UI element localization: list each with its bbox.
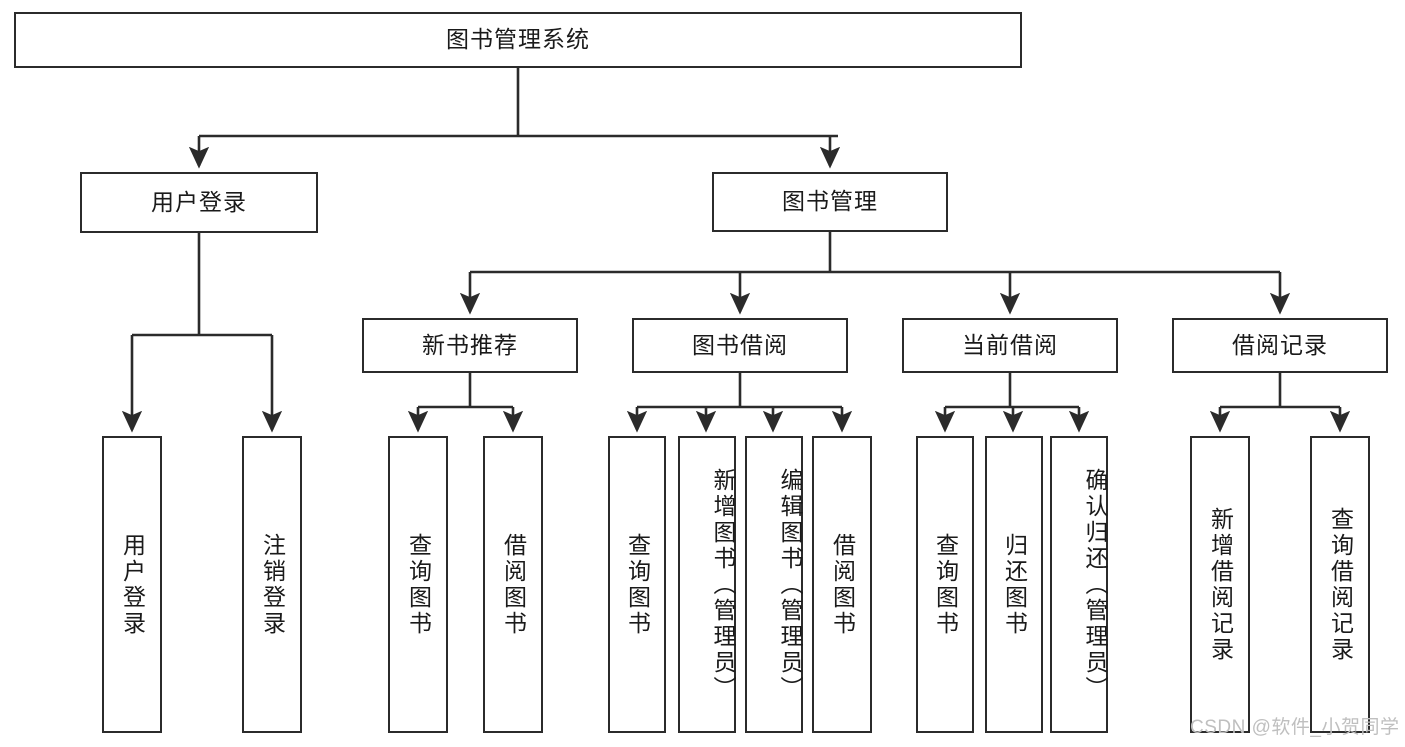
node-leaf-borrow-book-recommend-label: 借阅图书 [500,532,527,637]
node-leaf-logout-label: 注销登录 [259,532,286,637]
node-leaf-query-book-borrow-label: 查询图书 [624,532,651,637]
node-current-borrow[interactable]: 当前借阅 [902,318,1118,373]
node-new-book-recommend[interactable]: 新书推荐 [362,318,578,373]
node-leaf-confirm-return-label: 确认归还（管理员） [1082,467,1108,702]
node-leaf-query-book-current-label: 查询图书 [932,532,959,637]
node-leaf-edit-book[interactable]: 编辑图书（管理员） [745,436,803,733]
node-leaf-confirm-return[interactable]: 确认归还（管理员） [1050,436,1108,733]
node-borrow-record-label: 借阅记录 [1232,331,1328,358]
node-leaf-query-book-recommend-label: 查询图书 [405,532,432,637]
node-leaf-query-book-current[interactable]: 查询图书 [916,436,974,733]
node-leaf-user-login-label: 用户登录 [119,532,146,637]
node-current-borrow-label: 当前借阅 [962,331,1058,358]
node-user-login[interactable]: 用户登录 [80,172,318,233]
node-leaf-borrow-book-recommend[interactable]: 借阅图书 [483,436,543,733]
node-root-label: 图书管理系统 [446,26,590,53]
node-book-borrow[interactable]: 图书借阅 [632,318,848,373]
node-book-management-label: 图书管理 [782,188,878,215]
node-leaf-query-book-recommend[interactable]: 查询图书 [388,436,448,733]
node-leaf-edit-book-label: 编辑图书（管理员） [777,467,803,702]
node-leaf-query-borrow-record-label: 查询借阅记录 [1327,506,1354,663]
node-leaf-user-login[interactable]: 用户登录 [102,436,162,733]
node-leaf-add-book[interactable]: 新增图书（管理员） [678,436,736,733]
node-user-login-label: 用户登录 [151,188,247,215]
node-leaf-add-book-label: 新增图书（管理员） [710,467,736,702]
node-book-management[interactable]: 图书管理 [712,172,948,232]
node-leaf-logout[interactable]: 注销登录 [242,436,302,733]
node-leaf-query-book-borrow[interactable]: 查询图书 [608,436,666,733]
node-leaf-borrow-book[interactable]: 借阅图书 [812,436,872,733]
node-new-book-recommend-label: 新书推荐 [422,331,518,358]
node-leaf-add-borrow-record-label: 新增借阅记录 [1207,506,1234,663]
node-book-borrow-label: 图书借阅 [692,331,788,358]
node-root[interactable]: 图书管理系统 [14,12,1022,68]
node-leaf-add-borrow-record[interactable]: 新增借阅记录 [1190,436,1250,733]
node-leaf-return-book-label: 归还图书 [1001,532,1028,637]
node-borrow-record[interactable]: 借阅记录 [1172,318,1388,373]
watermark: CSDN @软件_小贺同学 [1190,717,1400,738]
node-leaf-return-book[interactable]: 归还图书 [985,436,1043,733]
node-leaf-query-borrow-record[interactable]: 查询借阅记录 [1310,436,1370,733]
node-leaf-borrow-book-label: 借阅图书 [829,532,856,637]
